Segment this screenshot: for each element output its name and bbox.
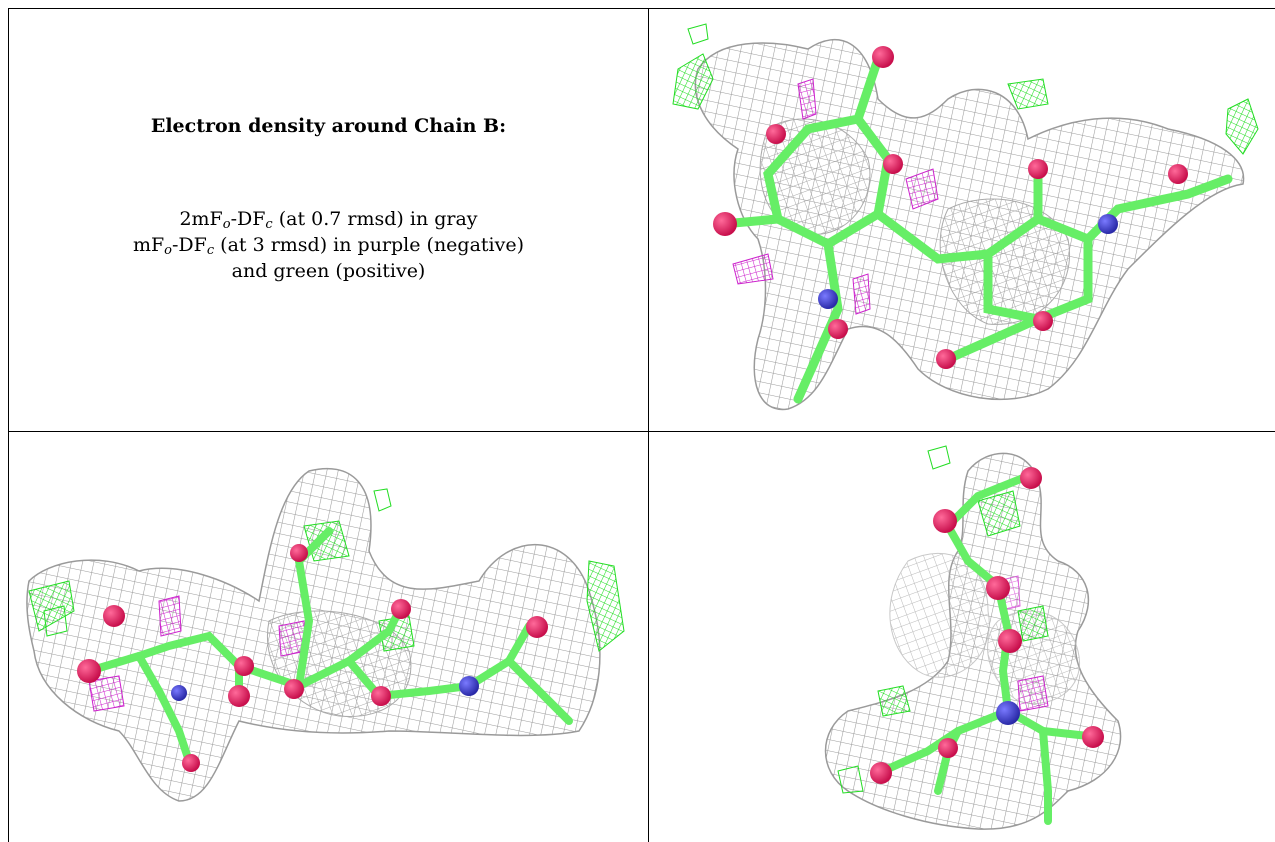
- caption-title: Electron density around Chain B:: [150, 115, 507, 137]
- view-top-right: [648, 8, 1275, 432]
- caption-line-fofc: mFo-DFc (at 3 rmsd) in purple (negative): [132, 234, 525, 258]
- caption-line-colors: and green (positive): [231, 260, 426, 282]
- electron-density-mesh-image: [26, 467, 625, 802]
- electron-density-mesh-image: [824, 445, 1122, 830]
- view-bottom-right: [648, 431, 1275, 842]
- caption-cell: Electron density around Chain B: 2mFo-DF…: [8, 8, 649, 432]
- figure-table: Electron density around Chain B: 2mFo-DF…: [8, 8, 1275, 842]
- caption-line-2fofc: 2mFo-DFc (at 0.7 rmsd) in gray: [179, 208, 478, 232]
- view-bottom-left: [8, 431, 649, 842]
- electron-density-mesh-image: [672, 23, 1259, 411]
